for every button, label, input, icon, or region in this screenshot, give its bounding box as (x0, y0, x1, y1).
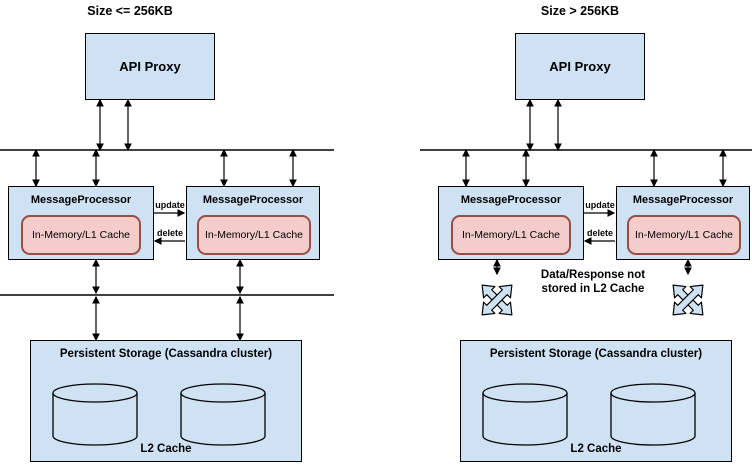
size-condition-title-left: Size <= 256KB (87, 4, 173, 18)
message-processor-box-left-2: MessageProcessor In-Memory/L1 Cache (186, 186, 320, 260)
message-processor-label: MessageProcessor (632, 194, 734, 206)
update-arrow-label-left: update (155, 200, 185, 210)
l1-cache-box-right-1: In-Memory/L1 Cache (451, 215, 571, 255)
database-cylinder-icon (481, 383, 569, 447)
blocked-crossed-arrows-icon (473, 276, 521, 324)
not-stored-annotation: Data/Response not stored in L2 Cache (540, 269, 646, 295)
l2-cache-label: L2 Cache (140, 443, 192, 455)
database-cylinder-icon (609, 383, 697, 447)
api-proxy-label: API Proxy (119, 59, 181, 74)
update-arrow-label-right: update (585, 200, 615, 210)
api-proxy-label: API Proxy (549, 59, 611, 74)
database-cylinder-icon (179, 383, 267, 447)
l1-cache-box-left-2: In-Memory/L1 Cache (197, 215, 311, 255)
message-processor-box-right-2: MessageProcessor In-Memory/L1 Cache (616, 186, 750, 260)
persistent-storage-label: Persistent Storage (Cassandra cluster) (489, 348, 703, 360)
api-proxy-box-left: API Proxy (85, 33, 215, 100)
persistent-storage-box-right: Persistent Storage (Cassandra cluster) L… (460, 340, 732, 462)
api-proxy-box-right: API Proxy (515, 33, 645, 100)
database-cylinder-icon (51, 383, 139, 447)
message-processor-box-right-1: MessageProcessor In-Memory/L1 Cache (438, 186, 584, 260)
message-processor-label: MessageProcessor (460, 194, 562, 206)
l2-cache-label: L2 Cache (570, 443, 622, 455)
delete-arrow-label-left: delete (156, 228, 183, 238)
delete-arrow-label-right: delete (586, 228, 613, 238)
l1-cache-box-right-2: In-Memory/L1 Cache (627, 215, 741, 255)
l1-cache-box-left-1: In-Memory/L1 Cache (21, 215, 141, 255)
message-processor-label: MessageProcessor (30, 194, 132, 206)
persistent-storage-box-left: Persistent Storage (Cassandra cluster) L… (30, 340, 302, 462)
blocked-crossed-arrows-icon (664, 276, 712, 324)
message-processor-box-left-1: MessageProcessor In-Memory/L1 Cache (8, 186, 154, 260)
persistent-storage-label: Persistent Storage (Cassandra cluster) (59, 348, 273, 360)
message-processor-label: MessageProcessor (202, 194, 304, 206)
size-condition-title-right: Size > 256KB (540, 4, 620, 18)
